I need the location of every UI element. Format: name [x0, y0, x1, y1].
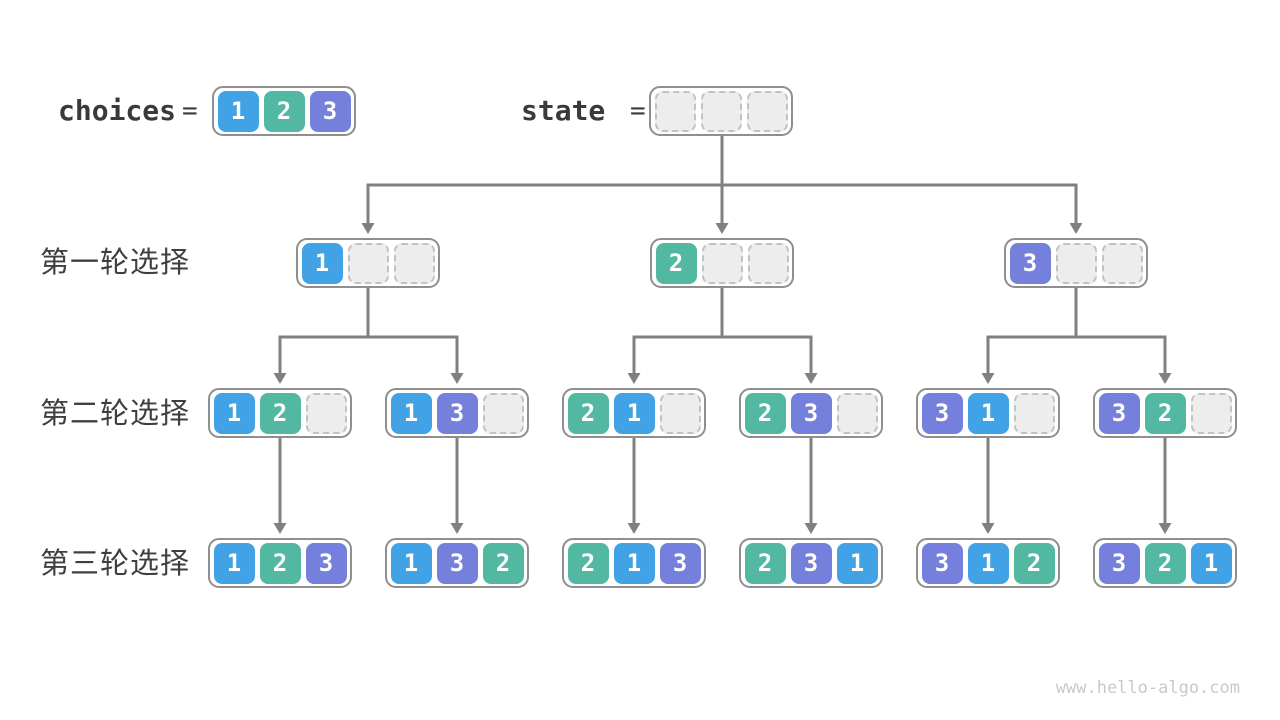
empty-slot	[700, 90, 742, 132]
equals-sign: =	[630, 96, 646, 126]
equals-sign: =	[182, 96, 198, 126]
value-cell-1: 1	[967, 542, 1009, 584]
value-cell-1: 1	[836, 542, 878, 584]
value-cell-2: 2	[1013, 542, 1055, 584]
empty-slot	[1055, 242, 1097, 284]
value-cell-1: 1	[390, 392, 432, 434]
choices-label: choices	[58, 94, 177, 127]
empty-slot	[305, 392, 347, 434]
row-label-round-2: 第二轮选择	[40, 396, 191, 430]
value-cell-1: 1	[613, 542, 655, 584]
value-cell-2: 2	[1144, 542, 1186, 584]
value-cell-3: 3	[790, 542, 832, 584]
value-cell-1: 1	[1190, 542, 1232, 584]
empty-slot	[393, 242, 435, 284]
empty-slot	[1101, 242, 1143, 284]
state-node: 2	[650, 238, 794, 288]
value-cell-2: 2	[263, 90, 305, 132]
state-label: state	[521, 94, 606, 127]
value-cell-3: 3	[436, 542, 478, 584]
value-cell-3: 3	[921, 392, 963, 434]
value-cell-1: 1	[213, 392, 255, 434]
empty-slot	[1013, 392, 1055, 434]
empty-slot	[701, 242, 743, 284]
empty-slot	[1190, 392, 1232, 434]
value-cell-2: 2	[567, 392, 609, 434]
state-box	[649, 86, 793, 136]
value-cell-2: 2	[482, 542, 524, 584]
value-cell-1: 1	[390, 542, 432, 584]
state-node: 1	[296, 238, 440, 288]
empty-slot	[654, 90, 696, 132]
empty-slot	[347, 242, 389, 284]
value-cell-3: 3	[659, 542, 701, 584]
value-cell-1: 1	[613, 392, 655, 434]
value-cell-3: 3	[309, 90, 351, 132]
row-label-round-3: 第三轮选择	[40, 546, 191, 580]
empty-slot	[746, 90, 788, 132]
value-cell-1: 1	[217, 90, 259, 132]
empty-slot	[747, 242, 789, 284]
value-cell-2: 2	[259, 542, 301, 584]
state-node: 3	[1004, 238, 1148, 288]
value-cell-3: 3	[1098, 392, 1140, 434]
value-cell-1: 1	[301, 242, 343, 284]
value-cell-3: 3	[921, 542, 963, 584]
empty-slot	[659, 392, 701, 434]
value-cell-2: 2	[259, 392, 301, 434]
empty-slot	[482, 392, 524, 434]
site-url: www.hello-algo.com	[1055, 678, 1240, 698]
value-cell-3: 3	[436, 392, 478, 434]
value-cell-1: 1	[967, 392, 1009, 434]
value-cell-3: 3	[1009, 242, 1051, 284]
value-cell-1: 1	[213, 542, 255, 584]
row-label-round-1: 第一轮选择	[40, 245, 191, 279]
value-cell-2: 2	[567, 542, 609, 584]
empty-slot	[836, 392, 878, 434]
value-cell-3: 3	[790, 392, 832, 434]
value-cell-2: 2	[744, 392, 786, 434]
value-cell-3: 3	[1098, 542, 1140, 584]
value-cell-2: 2	[1144, 392, 1186, 434]
value-cell-2: 2	[744, 542, 786, 584]
value-cell-3: 3	[305, 542, 347, 584]
value-cell-2: 2	[655, 242, 697, 284]
